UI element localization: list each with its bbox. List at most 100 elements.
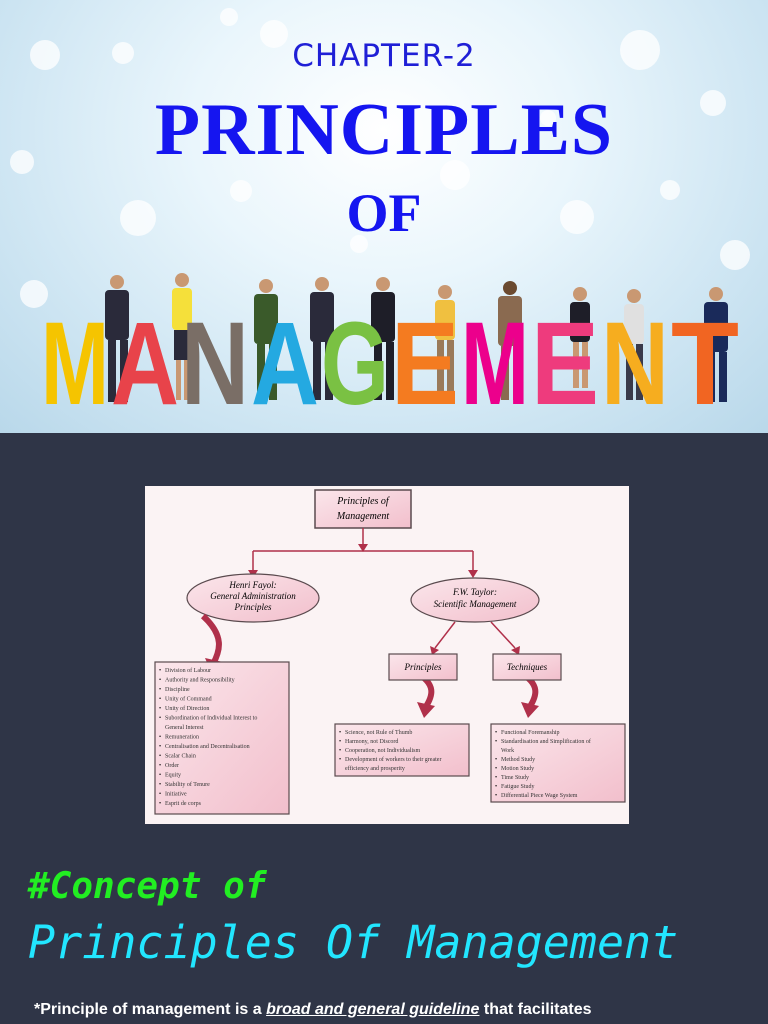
- hero-title-principles: PRINCIPLES: [154, 89, 614, 171]
- bokeh-dot: [230, 180, 252, 202]
- taylor-node: [410, 577, 540, 623]
- list-item: General Interest: [165, 725, 204, 731]
- hero-banner: CHAPTER-2 PRINCIPLES OF: [0, 0, 768, 433]
- list-item: Motion Study: [501, 766, 534, 772]
- definition-start: *Principle of management is a: [34, 1001, 267, 1018]
- bullet-mark: •: [495, 757, 497, 763]
- flowchart: Principles of Management Henri Fayol: Ge…: [145, 486, 629, 824]
- list-item: Equity: [165, 773, 181, 779]
- list-item: Remuneration: [165, 735, 199, 741]
- bokeh-dot: [620, 30, 660, 70]
- list-item: Subordination of Individual Interest to: [165, 715, 257, 722]
- bokeh-dot: [260, 20, 288, 48]
- concept-title: Principles Of Management: [28, 916, 679, 969]
- person-figure: [435, 285, 455, 398]
- list-item: Method Study: [501, 757, 535, 763]
- bokeh-dot: [350, 235, 368, 253]
- list-item: Development of workers to their greater: [345, 756, 441, 763]
- list-item: Harmony, not Discord: [345, 739, 398, 745]
- business-people-illustration: [105, 273, 728, 402]
- list-item: Unity of Command: [165, 696, 212, 703]
- definition-text: *Principle of management is a broad and …: [34, 1001, 591, 1019]
- bullet-mark: •: [159, 697, 161, 703]
- principles-label: Principles: [404, 662, 442, 672]
- fayol-line-3: Principles: [234, 602, 272, 612]
- management-letter: A: [251, 298, 319, 411]
- bokeh-dot: [220, 8, 238, 26]
- list-item: efficiency and prosperity: [345, 765, 405, 772]
- list-item: Centralisation and Decentralisation: [165, 744, 250, 750]
- person-figure: [570, 287, 590, 388]
- bullet-mark: •: [159, 687, 161, 693]
- bokeh-dot: [660, 180, 680, 200]
- bullet-mark: •: [159, 792, 161, 798]
- taylor-techniques-box: [490, 723, 626, 803]
- bullet-mark: •: [495, 730, 497, 736]
- root-node: [314, 489, 412, 529]
- management-letter: M: [461, 298, 529, 411]
- bokeh-dot: [700, 90, 726, 116]
- list-item: Science, not Rule of Thumb: [345, 729, 412, 736]
- person-figure: [498, 281, 522, 400]
- bokeh-dot: [560, 200, 594, 234]
- bullet-mark: •: [159, 763, 161, 769]
- bokeh-dot: [112, 42, 134, 64]
- bokeh-dot: [540, 110, 556, 126]
- management-letter: T: [671, 298, 739, 411]
- definition-emphasis: broad and general guideline: [266, 1001, 480, 1018]
- person-figure: [254, 279, 278, 400]
- person-figure: [371, 277, 395, 400]
- management-letter: G: [321, 298, 389, 411]
- list-item: Authority and Responsibility: [165, 678, 235, 684]
- bullet-mark: •: [159, 678, 161, 684]
- person-figure: [704, 287, 728, 402]
- bokeh-dot: [720, 240, 750, 270]
- bullet-mark: •: [159, 773, 161, 779]
- root-line-1: Principles of: [336, 496, 390, 507]
- bokeh-dot: [30, 40, 60, 70]
- fayol-node: [186, 573, 320, 623]
- list-item: Esprit de corps: [165, 801, 202, 807]
- taylor-line-2: Scientific Management: [434, 599, 517, 609]
- hero-title-of: OF: [346, 183, 422, 243]
- bokeh-dot: [10, 150, 34, 174]
- taylor-principles-box: [334, 723, 470, 777]
- definition-end: that facilitates: [479, 1001, 592, 1018]
- list-item: Work: [501, 748, 514, 754]
- list-item: Time Study: [501, 775, 529, 781]
- concept-heading: #Concept of: [28, 866, 267, 907]
- list-item: Discipline: [165, 687, 190, 693]
- list-item: Cooperation, not Individualism: [345, 748, 420, 754]
- list-item: Unity of Direction: [165, 705, 209, 712]
- principles-diagram: Principles of Management Henri Fayol: Ge…: [145, 486, 629, 824]
- bokeh-dot: [120, 200, 156, 236]
- person-figure: [172, 273, 192, 400]
- bullet-mark: •: [339, 739, 341, 745]
- bokeh-dot: [440, 160, 470, 190]
- person-figure: [105, 275, 129, 402]
- management-letter: N: [601, 298, 669, 411]
- principles-node: [388, 653, 458, 681]
- list-item: Order: [165, 763, 179, 769]
- list-item: Division of Labour: [165, 667, 211, 674]
- fayol-line-2: General Administration: [210, 591, 296, 601]
- root-line-2: Management: [336, 511, 389, 522]
- bullet-mark: •: [495, 775, 497, 781]
- bullet-mark: •: [339, 748, 341, 754]
- bullet-mark: •: [159, 668, 161, 674]
- management-letter: N: [181, 298, 249, 411]
- management-letter: E: [531, 298, 599, 411]
- management-letter: M: [41, 298, 109, 411]
- bullet-mark: •: [159, 801, 161, 807]
- list-item: Standardisation and Simplification of: [501, 738, 591, 745]
- bullet-mark: •: [339, 730, 341, 736]
- management-letter: E: [391, 298, 459, 411]
- person-figure: [624, 289, 644, 400]
- bullet-mark: •: [159, 706, 161, 712]
- techniques-label: Techniques: [507, 662, 548, 672]
- list-item: Scalar Chain: [165, 754, 196, 760]
- bullet-mark: •: [159, 744, 161, 750]
- list-item: Functional Foremanship: [501, 730, 560, 736]
- bullet-mark: •: [495, 766, 497, 772]
